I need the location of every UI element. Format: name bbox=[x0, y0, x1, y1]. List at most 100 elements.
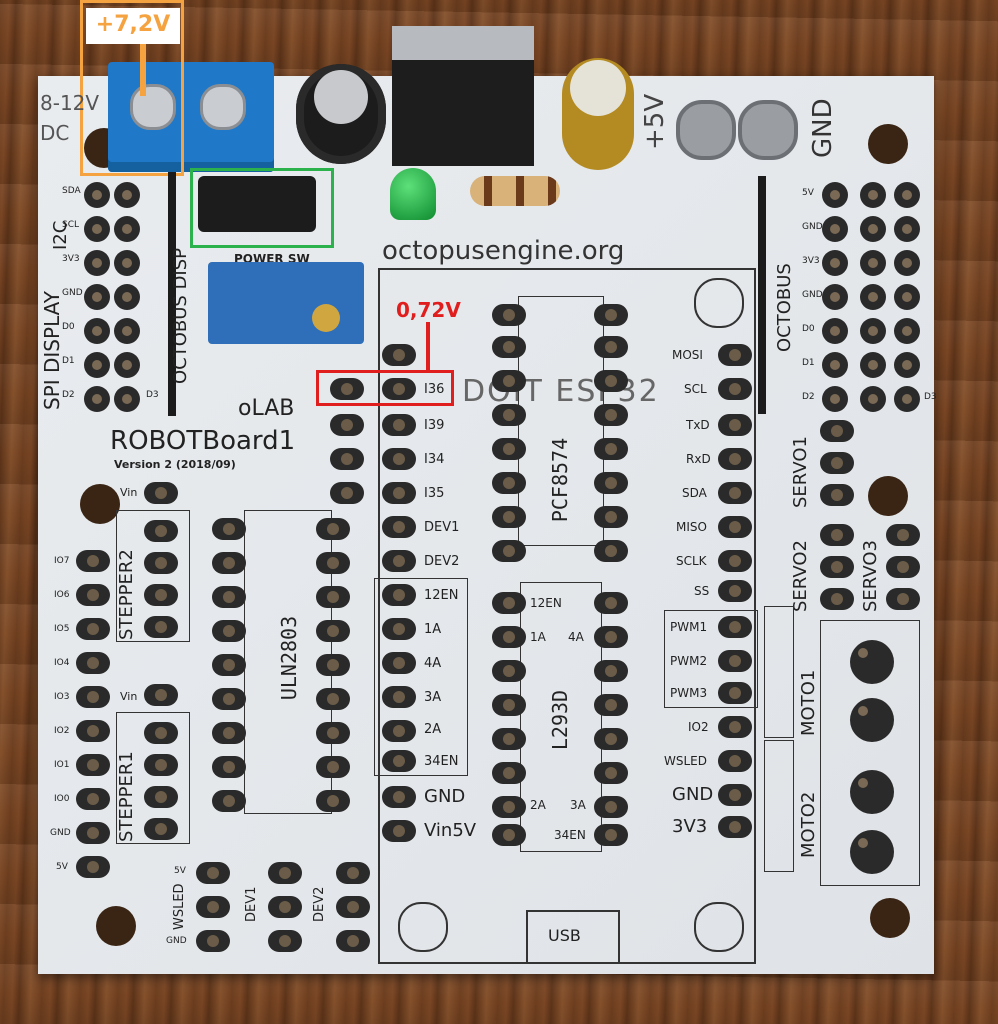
header-pin[interactable] bbox=[822, 250, 848, 276]
motor-terminal-pad[interactable] bbox=[850, 640, 894, 684]
pin-pad[interactable] bbox=[718, 516, 752, 538]
header-pin[interactable] bbox=[860, 250, 886, 276]
pin-pad[interactable] bbox=[382, 448, 416, 470]
pin-pad[interactable] bbox=[594, 592, 628, 614]
pin-pad[interactable] bbox=[820, 420, 854, 442]
header-pin[interactable] bbox=[84, 250, 110, 276]
pin-pad[interactable] bbox=[144, 754, 178, 776]
pin-pad[interactable] bbox=[212, 620, 246, 642]
pin-pad[interactable] bbox=[316, 756, 350, 778]
pin-pad[interactable] bbox=[492, 370, 526, 392]
pin-pad[interactable] bbox=[594, 336, 628, 358]
header-pin[interactable] bbox=[860, 216, 886, 242]
pin-pad[interactable] bbox=[718, 650, 752, 672]
motor-terminal-pad[interactable] bbox=[850, 698, 894, 742]
pin-pad[interactable] bbox=[492, 304, 526, 326]
pin-pad[interactable] bbox=[718, 448, 752, 470]
header-pin[interactable] bbox=[822, 352, 848, 378]
motor-terminal-pad[interactable] bbox=[850, 770, 894, 814]
pin-pad[interactable] bbox=[76, 788, 110, 810]
pin-pad[interactable] bbox=[382, 786, 416, 808]
trimmer-potentiometer[interactable] bbox=[208, 262, 364, 344]
header-pin[interactable] bbox=[894, 284, 920, 310]
pin-pad[interactable] bbox=[718, 616, 752, 638]
header-pin[interactable] bbox=[860, 182, 886, 208]
header-pin[interactable] bbox=[894, 318, 920, 344]
header-pin[interactable] bbox=[822, 284, 848, 310]
header-pin[interactable] bbox=[84, 318, 110, 344]
pin-pad[interactable] bbox=[492, 694, 526, 716]
pin-pad[interactable] bbox=[594, 304, 628, 326]
header-pin[interactable] bbox=[860, 284, 886, 310]
pin-pad[interactable] bbox=[268, 862, 302, 884]
header-pin[interactable] bbox=[114, 352, 140, 378]
pin-pad[interactable] bbox=[382, 652, 416, 674]
pin-pad[interactable] bbox=[212, 722, 246, 744]
pin-pad[interactable] bbox=[76, 754, 110, 776]
pin-pad[interactable] bbox=[76, 856, 110, 878]
pin-pad[interactable] bbox=[212, 790, 246, 812]
header-pin[interactable] bbox=[114, 386, 140, 412]
pin-pad[interactable] bbox=[594, 438, 628, 460]
pin-pad[interactable] bbox=[382, 516, 416, 538]
pin-pad[interactable] bbox=[594, 694, 628, 716]
pin-pad[interactable] bbox=[718, 580, 752, 602]
header-pin[interactable] bbox=[84, 216, 110, 242]
pin-pad[interactable] bbox=[718, 716, 752, 738]
pin-pad[interactable] bbox=[382, 584, 416, 606]
pin-pad[interactable] bbox=[492, 472, 526, 494]
pin-pad[interactable] bbox=[268, 930, 302, 952]
pin-pad[interactable] bbox=[316, 688, 350, 710]
pin-pad[interactable] bbox=[382, 482, 416, 504]
pin-pad[interactable] bbox=[718, 750, 752, 772]
pin-pad[interactable] bbox=[718, 482, 752, 504]
pin-pad[interactable] bbox=[76, 720, 110, 742]
pin-pad[interactable] bbox=[196, 930, 230, 952]
pin-pad[interactable] bbox=[492, 438, 526, 460]
pin-pad[interactable] bbox=[316, 518, 350, 540]
pin-pad[interactable] bbox=[492, 626, 526, 648]
header-pin[interactable] bbox=[84, 182, 110, 208]
pin-pad[interactable] bbox=[594, 762, 628, 784]
pin-pad[interactable] bbox=[382, 720, 416, 742]
pin-pad[interactable] bbox=[382, 550, 416, 572]
header-pin[interactable] bbox=[822, 216, 848, 242]
pin-pad[interactable] bbox=[718, 378, 752, 400]
pin-pad[interactable] bbox=[336, 862, 370, 884]
pin-pad[interactable] bbox=[492, 506, 526, 528]
pin-pad[interactable] bbox=[382, 820, 416, 842]
pin-pad[interactable] bbox=[886, 588, 920, 610]
header-pin[interactable] bbox=[84, 386, 110, 412]
pin-pad[interactable] bbox=[718, 550, 752, 572]
header-pin[interactable] bbox=[84, 284, 110, 310]
pin-pad[interactable] bbox=[144, 584, 178, 606]
pin-pad[interactable] bbox=[382, 686, 416, 708]
pin-pad[interactable] bbox=[718, 682, 752, 704]
pin-pad[interactable] bbox=[76, 550, 110, 572]
pin-pad[interactable] bbox=[718, 414, 752, 436]
header-pin[interactable] bbox=[114, 250, 140, 276]
pin-pad[interactable] bbox=[212, 654, 246, 676]
pin-pad[interactable] bbox=[144, 616, 178, 638]
pin-pad[interactable] bbox=[594, 660, 628, 682]
header-pin[interactable] bbox=[822, 182, 848, 208]
pin-pad[interactable] bbox=[144, 552, 178, 574]
pin-pad[interactable] bbox=[330, 414, 364, 436]
pin-pad[interactable] bbox=[144, 818, 178, 840]
pin-pad[interactable] bbox=[382, 750, 416, 772]
pin-pad[interactable] bbox=[212, 552, 246, 574]
pin-pad[interactable] bbox=[76, 618, 110, 640]
pin-pad[interactable] bbox=[594, 540, 628, 562]
pin-pad[interactable] bbox=[316, 552, 350, 574]
pin-pad[interactable] bbox=[594, 472, 628, 494]
pin-pad[interactable] bbox=[76, 822, 110, 844]
pin-pad[interactable] bbox=[316, 586, 350, 608]
pin-pad[interactable] bbox=[196, 896, 230, 918]
pin-pad[interactable] bbox=[336, 930, 370, 952]
pin-pad[interactable] bbox=[382, 618, 416, 640]
pin-pad[interactable] bbox=[382, 378, 416, 400]
pin-pad[interactable] bbox=[212, 756, 246, 778]
header-pin[interactable] bbox=[822, 386, 848, 412]
pin-pad[interactable] bbox=[594, 626, 628, 648]
pin-pad[interactable] bbox=[76, 652, 110, 674]
